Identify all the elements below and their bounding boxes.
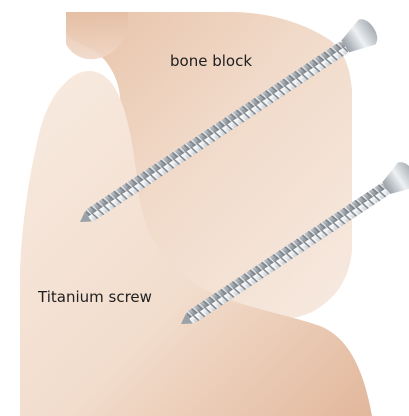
bone-block-label: bone block — [170, 52, 252, 70]
titanium-screw-label: Titanium screw — [38, 288, 152, 306]
